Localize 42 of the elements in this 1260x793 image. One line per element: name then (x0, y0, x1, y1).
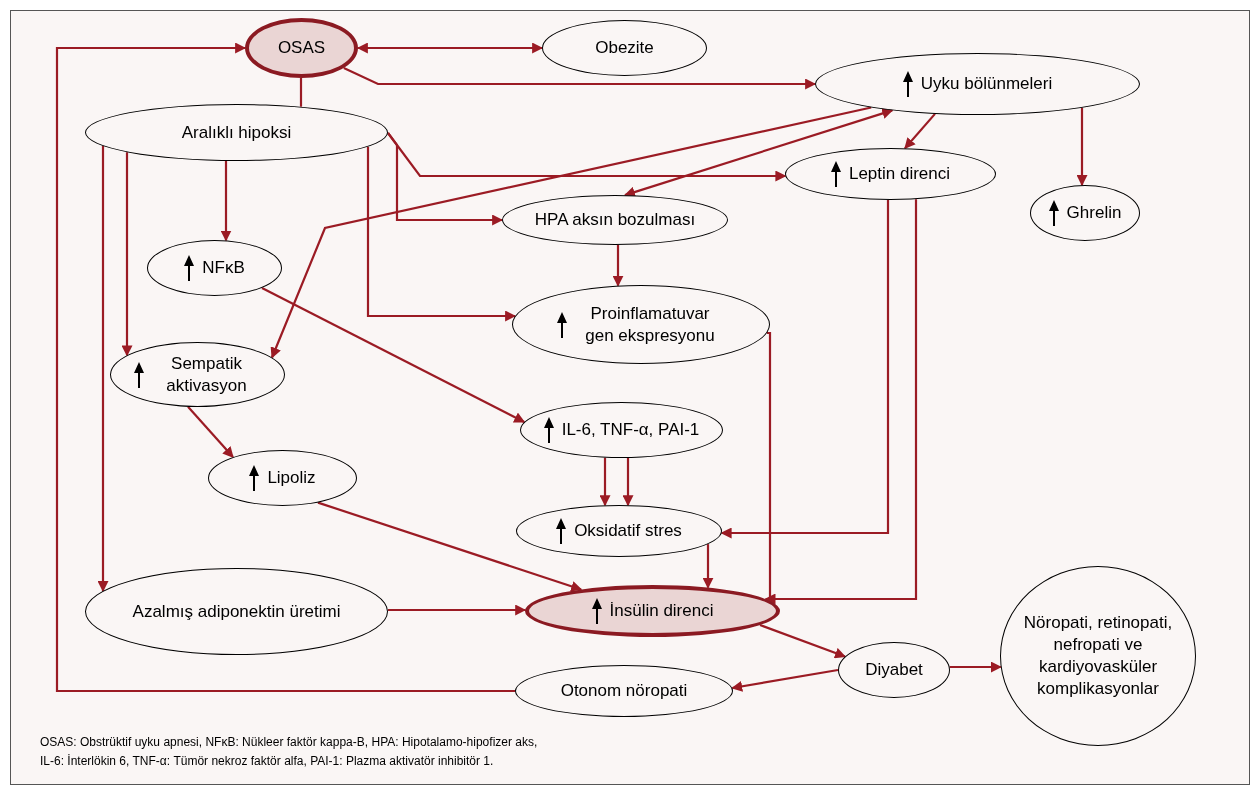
node-label: Nöropati, retinopati, nefropati ve kardiyovasküler komplikasyonlar (1022, 612, 1174, 700)
node-label: Aralıklı hipoksi (181, 121, 292, 144)
node-label: HPA aksın bozulması (534, 209, 696, 231)
node-label: İnsülin direnci (609, 600, 714, 622)
node-label: NFκB (202, 257, 245, 279)
node-label: Sempatik aktivasyon (165, 352, 248, 397)
arrow (731, 668, 839, 692)
node-label: Leptin direnci (848, 163, 951, 185)
node-label: Proinflamatuvar gen ekspresyonu (584, 302, 716, 347)
node-label: Oksidatif stres (574, 520, 682, 542)
arrow (720, 200, 890, 539)
arrow (387, 132, 787, 182)
arrow (261, 286, 526, 423)
arrow (343, 66, 817, 90)
arrow (387, 604, 527, 616)
arrow (764, 199, 918, 605)
arrow (612, 245, 624, 287)
node-label: Otonom nöropati (560, 680, 688, 702)
arrow (904, 113, 936, 150)
arrow (187, 406, 234, 458)
node-label: Ghrelin (1066, 202, 1122, 224)
arrow (55, 42, 515, 693)
arrow (97, 146, 109, 592)
arrow (949, 661, 1002, 673)
arrow (622, 457, 634, 507)
node-label: IL-6, TNF-α, PAI-1 (561, 419, 700, 441)
node-label: Azalmış adiponektin üretimi (132, 600, 341, 623)
footnote: IL-6: İnterlökin 6, TNF-α: Tümör nekroz faktör alfa, PAI-1: Plazma aktivatör inhibitör 1. (40, 753, 495, 770)
footnote: OSAS: Obstrüktif uyku apnesi, NFκB: Nükleer faktör kappa-B, HPA: Hipotalamo-hipofizer aks, (40, 734, 538, 751)
arrow (366, 146, 517, 322)
arrow (1076, 107, 1088, 187)
arrow (759, 623, 847, 659)
node-label: Lipoliz (267, 467, 316, 489)
node-label: Obezite (595, 37, 654, 59)
arrow (356, 42, 544, 54)
node-label: Diyabet (865, 659, 923, 681)
arrow (121, 152, 133, 357)
node-label: OSAS (277, 37, 326, 59)
node-label: Uyku bölünmeleri (920, 73, 1053, 95)
arrow (270, 106, 872, 359)
arrow (599, 457, 611, 507)
arrow (220, 160, 232, 242)
